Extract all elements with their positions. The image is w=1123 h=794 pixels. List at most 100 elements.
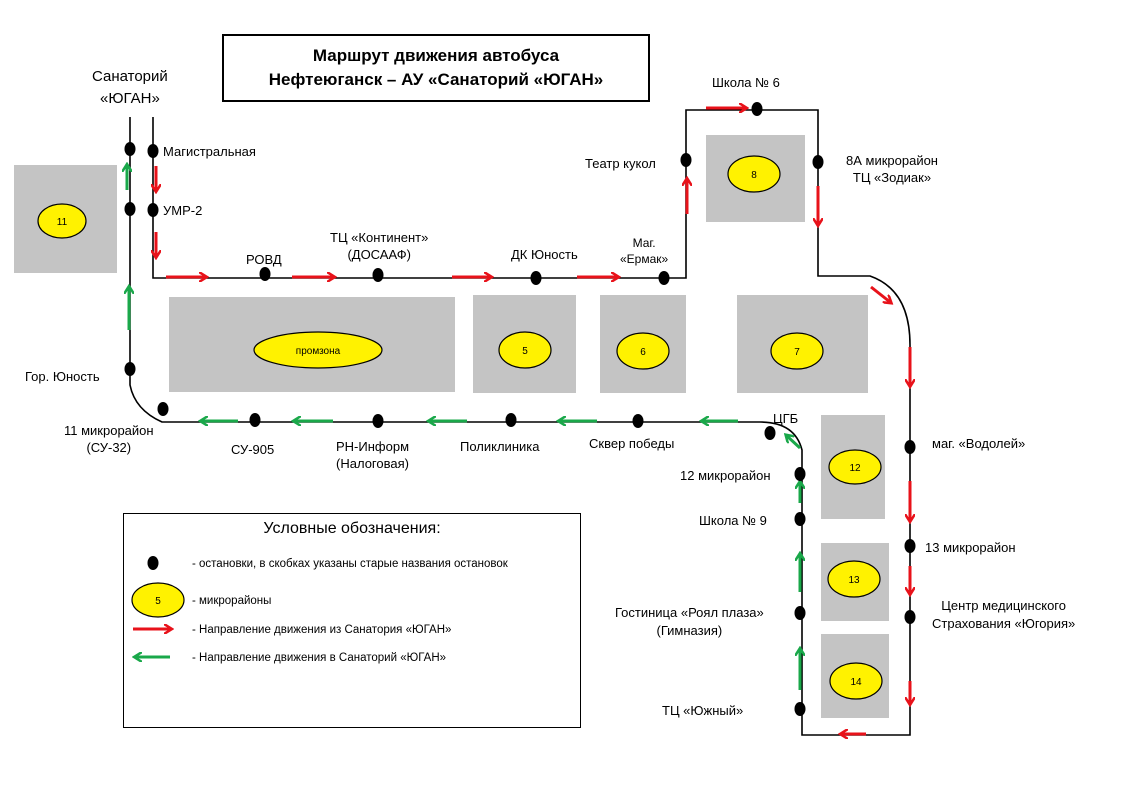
label-su905: СУ-905 (231, 442, 275, 457)
label-poliklinika: Поликлиника (460, 439, 540, 454)
stop-dot (904, 440, 916, 454)
district-13-label: 13 (848, 575, 860, 586)
stop-dot (794, 606, 806, 620)
district-promzona-oval (253, 331, 383, 369)
district-8-label: 8 (751, 170, 757, 181)
stop-dot (794, 467, 806, 481)
label-royal-line2: (Гимназия) (656, 623, 723, 638)
stop-dot (124, 142, 136, 156)
outbound-arrows (156, 108, 910, 734)
label-rovd: РОВД (246, 252, 282, 267)
stop-dot (904, 539, 916, 553)
label-mkr13: 13 микрорайон (925, 540, 1016, 555)
label-dk-yunost: ДК Юность (511, 247, 578, 262)
route-inbound-line (129, 117, 803, 470)
label-umr2: УМР-2 (163, 203, 203, 218)
stops (124, 102, 916, 716)
stop-dot (751, 102, 763, 116)
red-arrow (870, 285, 890, 302)
district-14-oval (829, 662, 883, 700)
label-gor-yunost: Гор. Юность (25, 369, 100, 384)
title-line-2: Нефтеюганск – АУ «Санаторий «ЮГАН» (268, 70, 604, 89)
stop-dot (794, 512, 806, 526)
district-12-oval (828, 449, 882, 485)
legend-district-sample: 5 (155, 596, 161, 607)
label-sanatorium-line1: Санаторий (92, 68, 168, 85)
label-yuzhny: ТЦ «Южный» (662, 703, 744, 718)
stop-dot (904, 610, 916, 624)
stop-dot (259, 267, 271, 281)
label-sanatorium: Санаторий «ЮГАН» (92, 66, 168, 110)
label-kontinent: ТЦ «Континент» (ДОСААФ) (330, 229, 428, 263)
label-ermak-line1: Маг. (632, 236, 656, 250)
district-8-oval (727, 155, 781, 193)
stop-dot (505, 413, 517, 427)
label-ermak: Маг. «Ермак» (620, 235, 668, 267)
label-zodiak-line2: ТЦ «Зодиак» (852, 170, 932, 185)
district-14-label: 14 (850, 677, 862, 688)
label-ermak-line2: «Ермак» (620, 252, 669, 266)
legend-district-icon (131, 582, 185, 618)
stop-dot (530, 271, 542, 285)
label-sanatorium-line2: «ЮГАН» (100, 90, 160, 107)
districts: 11 промзона 5 6 7 8 12 13 14 (37, 155, 883, 700)
label-shkola9: Школа № 9 (699, 513, 767, 528)
label-rn-line2: (Налоговая) (336, 456, 409, 471)
legend-title: Условные обозначения: (263, 520, 441, 537)
label-rn-line1: РН-Информ (336, 439, 410, 454)
legend-inbound-text: - Направление движения в Санаторий «ЮГАН… (192, 652, 447, 664)
label-vodoley: маг. «Водолей» (932, 436, 1026, 451)
stop-dot (658, 271, 670, 285)
stop-dot (157, 402, 169, 416)
stop-dot (147, 144, 159, 158)
legend-stop-icon (147, 556, 159, 570)
label-mkr11: 11 микрорайон (СУ-32) (64, 422, 154, 456)
district-12-label: 12 (849, 463, 861, 474)
legend-graphics: 5 (131, 556, 185, 657)
label-mkr12: 12 микрорайон (680, 468, 771, 483)
stop-dot (632, 414, 644, 428)
label-mkr11-line2: (СУ-32) (86, 440, 132, 455)
green-arrow (787, 436, 802, 450)
stop-dot (794, 702, 806, 716)
district-5-oval (498, 331, 552, 369)
district-6-oval (616, 332, 670, 370)
stop-dot (124, 202, 136, 216)
stop-dot (147, 203, 159, 217)
stop-dot (812, 155, 824, 169)
district-7-oval (770, 332, 824, 370)
label-shkola6: Школа № 6 (712, 75, 780, 90)
label-cgb: ЦГБ (773, 411, 799, 426)
label-royal-line1: Гостиница «Роял плаза» (615, 605, 764, 620)
stop-dot (680, 153, 692, 167)
inbound-arrows (127, 166, 800, 690)
legend: Условные обозначения: - остановки, в ско… (123, 513, 581, 728)
district-promzona-label: промзона (296, 346, 341, 357)
district-6-label: 6 (640, 347, 646, 358)
stop-dot (124, 362, 136, 376)
label-zodiak-line1: 8А микрорайон (846, 153, 938, 168)
legend-district-text: - микрорайоны (192, 595, 272, 607)
district-7-label: 7 (794, 347, 800, 358)
title-line-1: Маршрут движения автобуса (312, 46, 560, 65)
stop-dot (372, 414, 384, 428)
legend-stop-text: - остановки, в скобках указаны старые на… (192, 558, 508, 570)
label-mkr11-line1: 11 микрорайон (64, 423, 154, 438)
district-5-label: 5 (522, 346, 528, 357)
label-teatr: Театр кукол (585, 156, 656, 171)
label-zodiak: 8А микрорайон ТЦ «Зодиак» (846, 152, 938, 186)
label-rn-inform: РН-Информ (Налоговая) (336, 438, 409, 472)
label-magistralnaya: Магистральная (163, 144, 256, 159)
legend-outbound-text: - Направление движения из Санатория «ЮГА… (192, 624, 452, 636)
stop-dot (372, 268, 384, 282)
label-royal: Гостиница «Роял плаза» (Гимназия) (615, 604, 764, 640)
label-ugoria: Центр медицинского Страхования «Югория» (932, 597, 1075, 633)
label-kontinent-line1: ТЦ «Континент» (330, 230, 429, 245)
district-11-oval (37, 203, 87, 239)
district-13-oval (827, 560, 881, 598)
stop-dot (764, 426, 776, 440)
label-kontinent-line2: (ДОСААФ) (347, 247, 411, 262)
label-ugoria-line2: Страхования «Югория» (932, 616, 1076, 631)
